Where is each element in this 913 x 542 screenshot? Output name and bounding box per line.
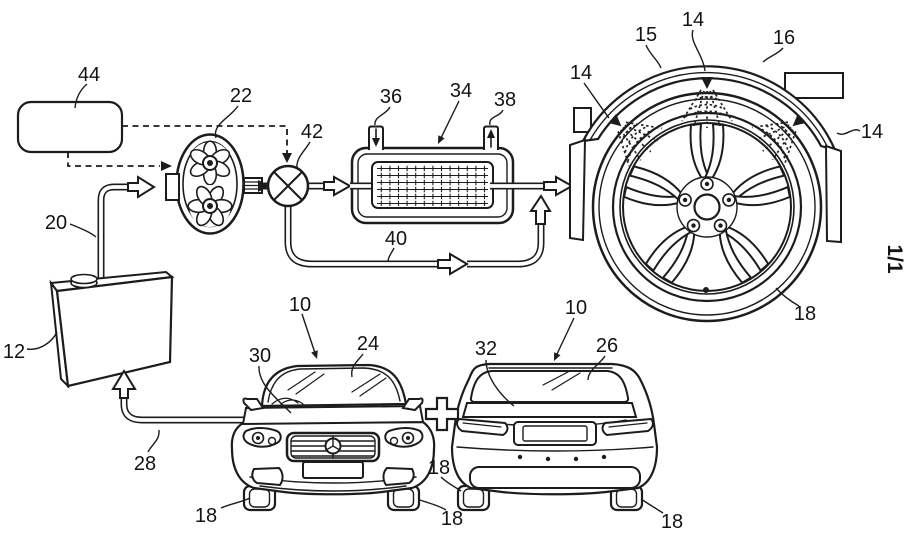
license-plate-rear (522, 425, 588, 442)
label-reservoir: 12 (3, 341, 25, 363)
label-wheel-rear-left: 18 (428, 457, 450, 479)
fog-light-left (251, 466, 284, 487)
label-wheel: 18 (794, 303, 816, 325)
label-tire: 15 (635, 24, 657, 46)
label-rear-window: 26 (596, 335, 618, 357)
park-sensors (517, 454, 607, 462)
pump-inlet-flange (165, 173, 180, 201)
mirror-left (242, 397, 265, 412)
bumper-insert (469, 466, 641, 489)
label-controller: 44 (78, 64, 100, 86)
cowl-band (241, 404, 425, 426)
trunk-band (461, 402, 638, 418)
supply-pipe (97, 175, 156, 282)
label-nozzle-right: 14 (861, 121, 883, 143)
fog-light-right (382, 466, 415, 487)
reservoir-tank (49, 270, 175, 389)
fender-flap-left (569, 138, 587, 242)
valve (266, 164, 310, 208)
wipers (271, 397, 304, 405)
front-car-cabin (260, 363, 408, 408)
label-rear-vehicle: 10 (565, 297, 587, 319)
label-fender: 16 (773, 27, 795, 49)
lug-nuts (678, 177, 736, 233)
headlights (242, 427, 424, 448)
pump (165, 133, 263, 237)
heat-exchanger (350, 125, 548, 225)
label-hx-inlet: 36 (380, 86, 402, 108)
flow-arrow (111, 369, 137, 399)
windshield-glass (267, 367, 401, 403)
hub-bore (693, 193, 721, 221)
grille (285, 431, 381, 463)
fender-flap-right (824, 144, 842, 244)
label-pump: 22 (230, 85, 252, 107)
bypass-pipe (284, 194, 552, 276)
rear-window (469, 370, 630, 403)
front-car-wheels (242, 484, 421, 512)
license-plate-front (302, 461, 364, 479)
rear-car (450, 362, 659, 512)
label-front-vehicle: 10 (289, 294, 311, 316)
label-hood: 30 (249, 345, 271, 367)
label-bypass-line: 40 (385, 228, 407, 250)
fender-bracket-right (784, 72, 844, 99)
hx-core-matrix (377, 165, 488, 206)
reference-labels: 44 22 42 36 34 38 15 14 16 14 14 20 40 1… (3, 9, 883, 533)
return-pipe (111, 369, 258, 424)
valve-stem (703, 287, 709, 293)
plate-recess (513, 421, 597, 446)
label-wheel-rear-right: 18 (661, 511, 683, 533)
flow-arrow (323, 175, 353, 197)
label-valve: 42 (301, 121, 323, 143)
label-windshield: 24 (357, 333, 379, 355)
label-hx-outlet: 38 (494, 89, 516, 111)
flow-arrow (437, 252, 469, 276)
label-supply-line: 20 (45, 212, 67, 234)
controller-box (16, 100, 124, 154)
fender-bracket-left (573, 107, 592, 133)
label-trunk: 32 (475, 338, 497, 360)
flow-arrow (258, 180, 270, 192)
bumper-crease (456, 446, 654, 452)
label-wheel-front-right: 18 (441, 508, 463, 530)
taillights (456, 417, 654, 437)
rear-car-wheels (456, 484, 644, 512)
label-nozzle-top: 14 (682, 9, 704, 31)
sheet-number: 1/1 (883, 244, 906, 274)
label-heat-exchanger: 34 (450, 80, 472, 102)
label-nozzle-left: 14 (570, 62, 592, 84)
label-wheel-front-left: 18 (195, 505, 217, 527)
mirror-right (401, 397, 424, 412)
flow-arrow (543, 175, 575, 197)
label-return-line: 28 (134, 453, 156, 475)
wheel-assembly (569, 65, 844, 323)
front-car (230, 363, 436, 512)
flow-arrow (529, 194, 552, 225)
plus-symbol (424, 396, 460, 432)
control-lines (67, 125, 292, 171)
flow-arrow (127, 175, 156, 199)
